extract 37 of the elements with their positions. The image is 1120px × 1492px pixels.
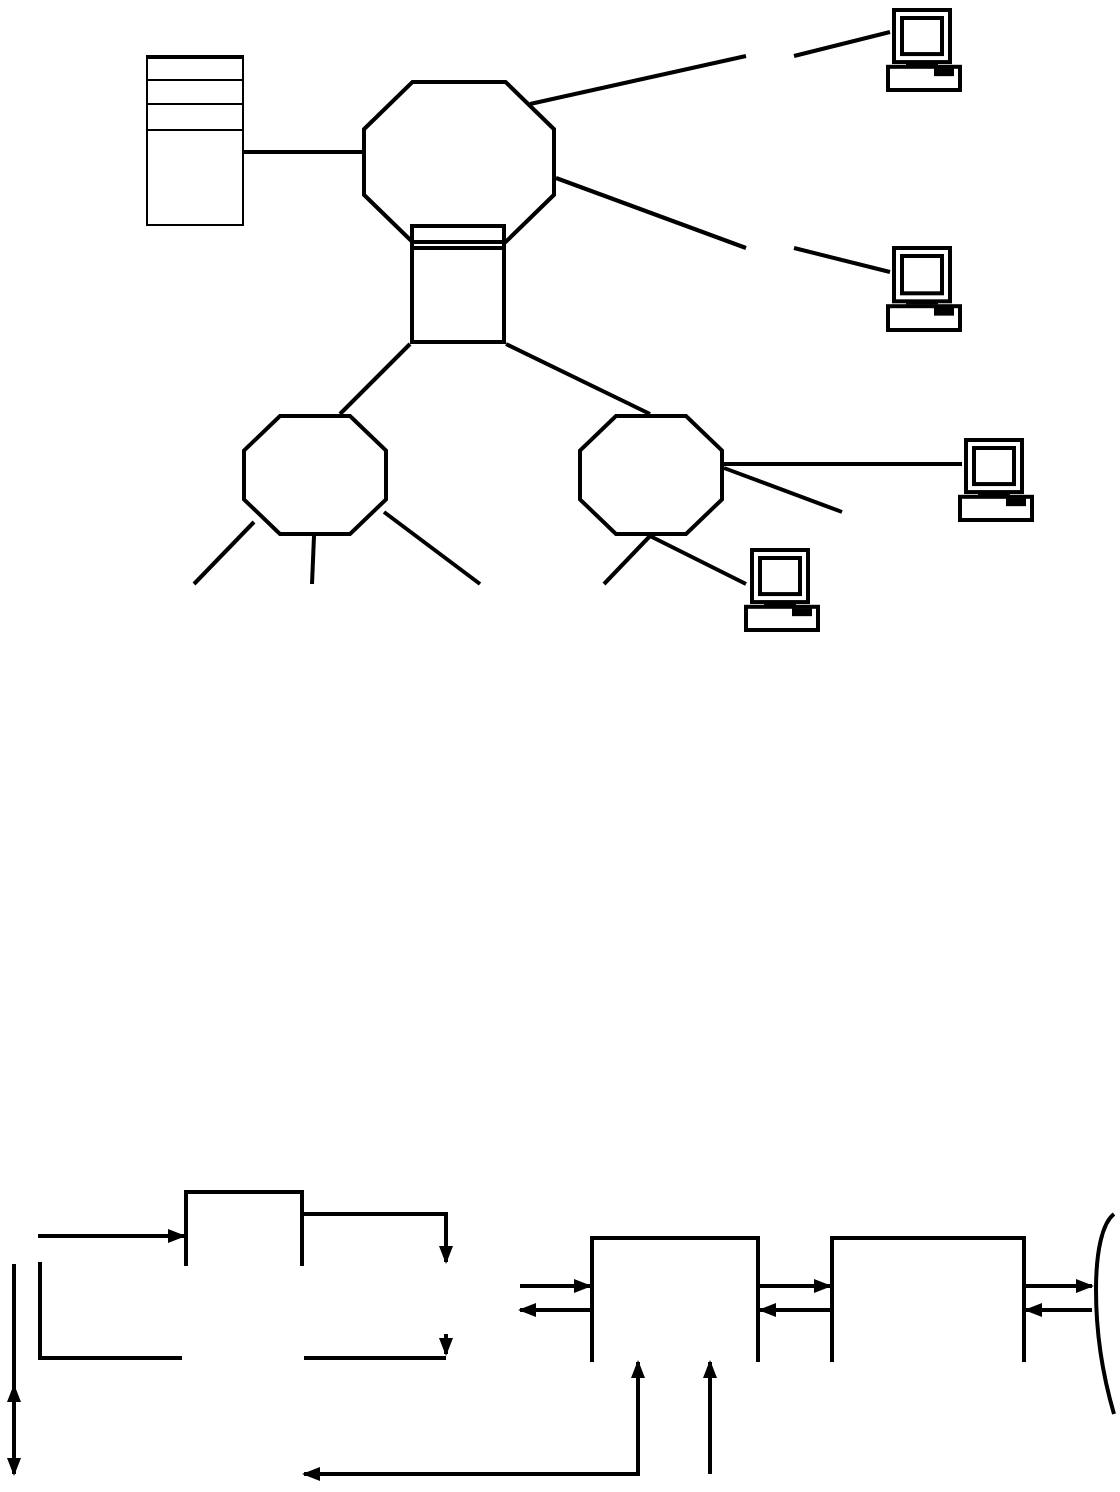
arrow: [518, 1303, 590, 1317]
curved-bracket: [1088, 1212, 1116, 1416]
computer-icon: [886, 8, 962, 92]
arrow: [703, 1360, 717, 1474]
hub-octagon: [242, 414, 388, 536]
arrow: [302, 1360, 645, 1481]
arrow: [304, 1212, 453, 1264]
server-icon: [146, 56, 244, 226]
connector-line: [338, 342, 412, 416]
connector-line: [192, 520, 256, 586]
open-box: [590, 1236, 760, 1362]
arrow: [520, 1279, 592, 1293]
connector-line: [649, 534, 747, 586]
connector-line: [310, 535, 316, 585]
arrow: [1026, 1279, 1094, 1293]
arrow: [1024, 1303, 1092, 1317]
open-box: [830, 1236, 1026, 1362]
connector-line: [723, 466, 843, 514]
open-box: [184, 1190, 304, 1266]
computer-icon: [744, 548, 820, 632]
hub-octagon: [578, 414, 724, 536]
hub-octagon: [362, 80, 556, 244]
connector-line: [382, 510, 482, 586]
connector-line: [505, 342, 651, 416]
computer-icon: [886, 246, 962, 332]
connector-line: [793, 30, 891, 58]
arrow: [38, 1229, 186, 1243]
router-box: [410, 224, 506, 344]
connector-line: [555, 176, 747, 250]
arrow: [758, 1303, 830, 1317]
connector-line: [724, 462, 962, 466]
connector-line: [793, 246, 891, 274]
connector-line: [244, 150, 362, 154]
computer-icon: [958, 438, 1034, 522]
connector-line: [602, 534, 652, 586]
arrow: [760, 1279, 832, 1293]
connector-line: [529, 54, 747, 106]
